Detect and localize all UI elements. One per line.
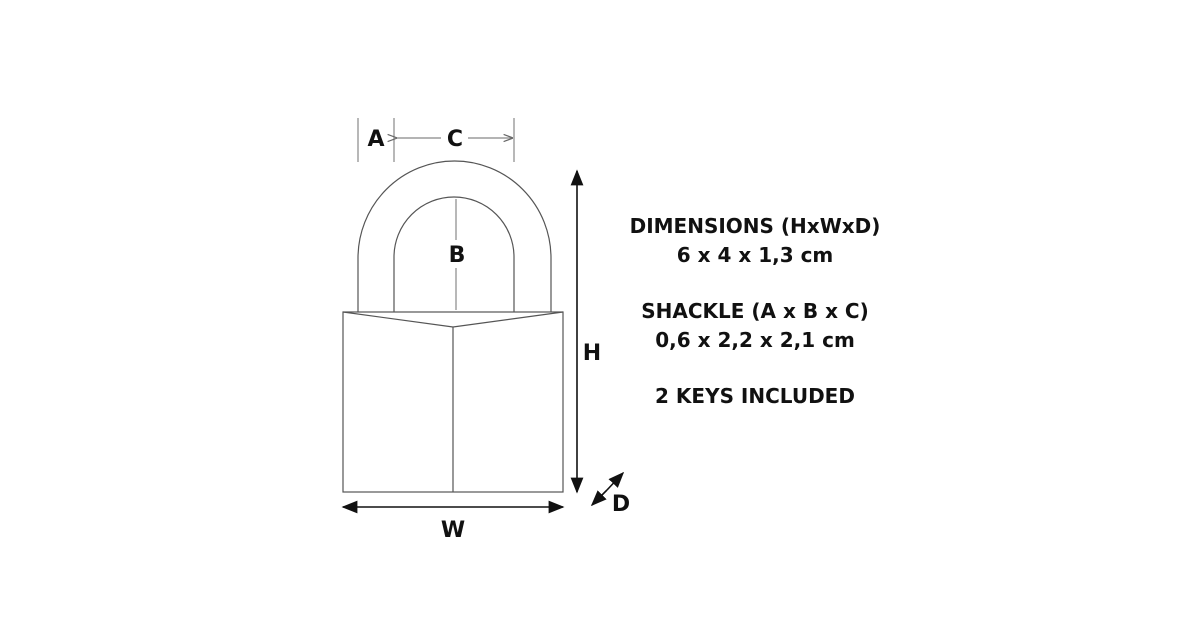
spacer — [600, 270, 910, 297]
label-a: A — [367, 127, 384, 152]
dimensions-value: 6 x 4 x 1,3 cm — [676, 243, 834, 267]
label-d: D — [612, 492, 630, 517]
body-top-bevel — [342, 311, 564, 328]
specifications: DIMENSIONS (HxWxD) 6 x 4 x 1,3 cm SHACKL… — [600, 212, 910, 411]
shackle-title: SHACKLE (A x B x C) — [641, 299, 869, 323]
shackle-outer — [357, 160, 552, 312]
depth-arrow-down — [590, 489, 608, 507]
label-h: H — [583, 341, 601, 366]
spacer — [600, 355, 910, 382]
shackle-inner — [393, 196, 515, 312]
keys-included: 2 KEYS INCLUDED — [655, 384, 855, 408]
label-w: W — [441, 518, 465, 543]
depth-arrow-up — [606, 471, 625, 491]
label-b: B — [449, 243, 466, 268]
shackle-value: 0,6 x 2,2 x 2,1 cm — [655, 328, 855, 352]
dimensions-title: DIMENSIONS (HxWxD) — [629, 214, 881, 238]
label-c: C — [447, 127, 463, 152]
